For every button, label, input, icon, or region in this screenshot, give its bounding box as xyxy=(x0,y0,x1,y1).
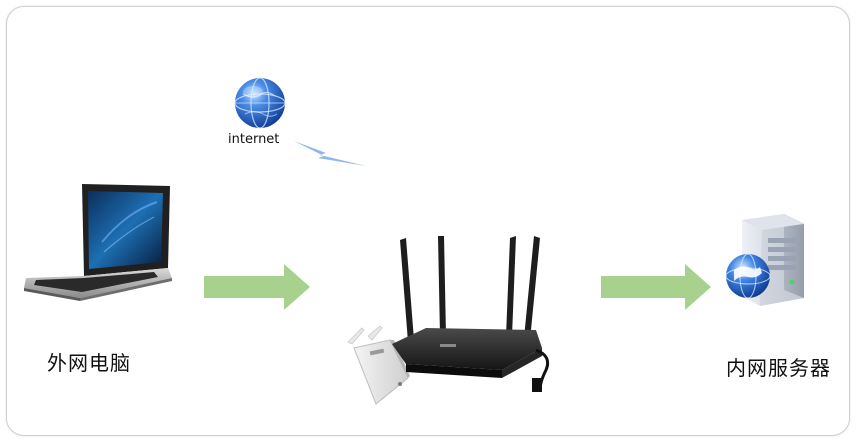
internet-label: internet xyxy=(228,132,280,147)
internet-globe-icon xyxy=(233,76,287,130)
router-icon xyxy=(386,232,554,394)
right-arrow-icon-1 xyxy=(204,264,310,310)
internal-server-label: 内网服务器 xyxy=(726,356,831,380)
server-icon xyxy=(720,212,814,308)
range-extender-icon xyxy=(342,326,414,406)
laptop-icon xyxy=(22,182,174,302)
lightning-icon xyxy=(292,138,368,168)
external-pc-label: 外网电脑 xyxy=(47,351,131,375)
right-arrow-icon-2 xyxy=(601,264,711,310)
